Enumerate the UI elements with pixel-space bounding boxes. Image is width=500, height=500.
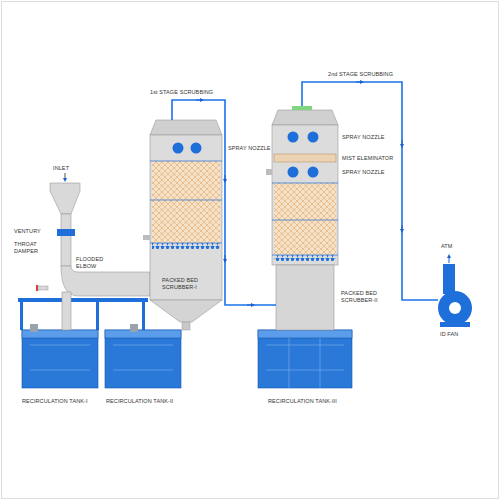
tank-label: RECIRCULATION TANK-I xyxy=(22,398,88,405)
part-label: INLET xyxy=(53,165,69,172)
part-label: PACKED BED SCRUBBER-I xyxy=(162,277,210,290)
part-label: VENTURY xyxy=(14,228,41,235)
part-label: FLOODED ELBOW xyxy=(76,256,106,269)
pipe-label: 1st STAGE SCRUBBING xyxy=(150,89,213,96)
tank-label: RECIRCULATION TANK-II xyxy=(106,398,173,405)
part-label: ID FAN xyxy=(440,331,458,338)
part-label: THROAT DAMPER xyxy=(14,241,44,254)
part-label: PACKED BED SCRUBBER-II xyxy=(341,290,389,303)
part-label: SPRAY NOZZLE xyxy=(342,169,385,176)
pipe-label: 2nd STAGE SCRUBBING xyxy=(328,71,393,78)
tank-label: RECIRCULATION TANK-III xyxy=(268,398,337,405)
part-label: SPRAY NOZZLE xyxy=(342,134,385,141)
part-label: MIST ELEMINATOR xyxy=(342,155,393,162)
part-label: ATM xyxy=(441,243,453,250)
part-label: SPRAY NOZZLE xyxy=(228,145,271,152)
